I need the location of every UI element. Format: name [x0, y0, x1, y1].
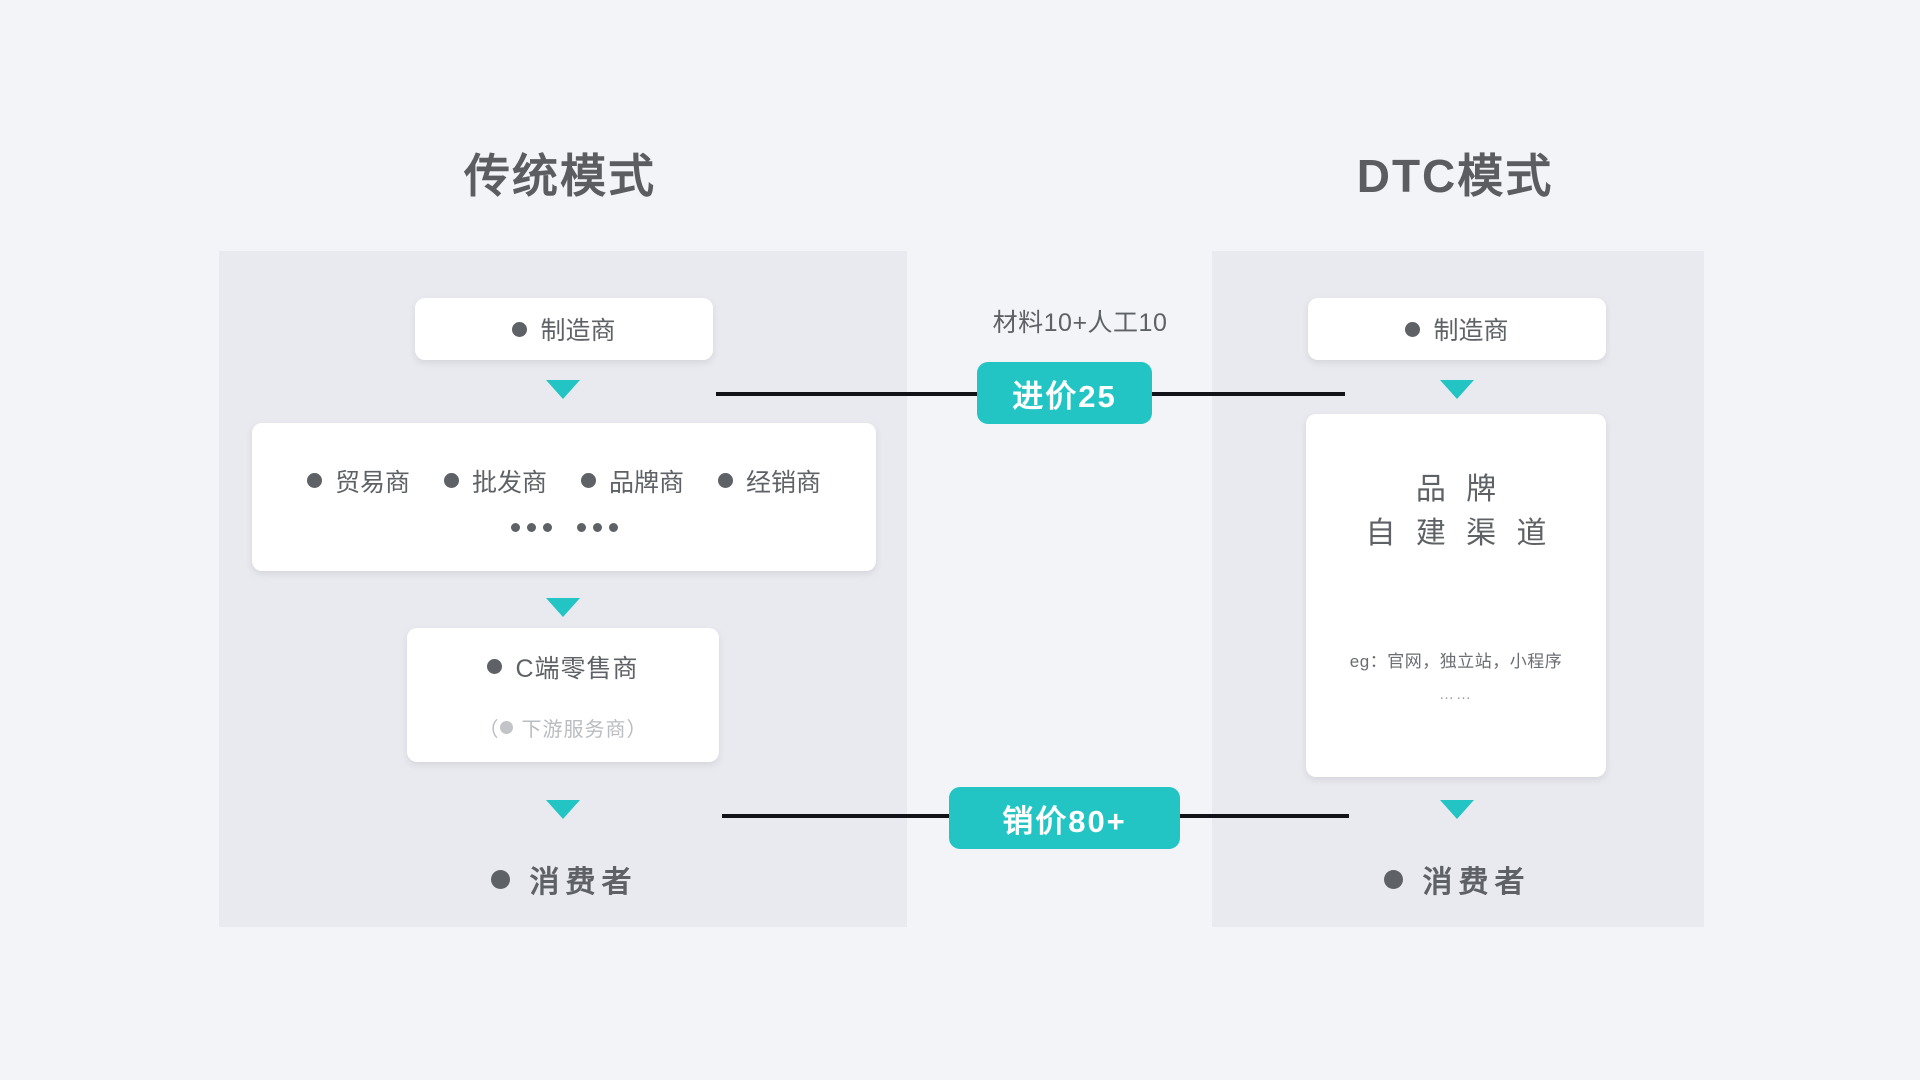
downstream-service-row: （ 下游服务商 ） [479, 713, 648, 742]
purchase-price-badge: 进价25 [977, 362, 1152, 424]
sale-price-badge: 销价80+ [949, 787, 1180, 849]
brand-channel-title: 品 牌 自 建 渠 道 [1359, 468, 1552, 555]
left-manufacturer-card[interactable]: 制造商 [415, 298, 713, 360]
middlemen-row: 贸易商 批发商 品牌商 经销商 [306, 463, 821, 499]
middlemen-ellipsis-icon [510, 522, 618, 532]
left-manufacturer-label: 制造商 [540, 317, 616, 345]
down-arrow-icon [546, 800, 580, 819]
middleman-trader[interactable]: 贸易商 [306, 463, 410, 499]
middleman-wholesaler[interactable]: 批发商 [443, 463, 547, 499]
cost-note: 材料10+人工10 [992, 309, 1168, 337]
middlemen-card[interactable]: 贸易商 批发商 品牌商 经销商 [252, 423, 876, 571]
bullet-dot-icon [1383, 869, 1403, 889]
middleman-dealer[interactable]: 经销商 [718, 463, 821, 499]
middleman-dealer-label: 经销商 [746, 468, 822, 497]
right-consumer-label: 消费者 [1422, 866, 1531, 899]
left-manufacturer-row: 制造商 [415, 298, 713, 360]
right-manufacturer-row: 制造商 [1308, 298, 1606, 360]
down-arrow-icon [1440, 380, 1474, 399]
middleman-brand[interactable]: 品牌商 [581, 463, 684, 499]
down-arrow-icon [546, 598, 580, 617]
middleman-wholesaler-label: 批发商 [471, 468, 547, 497]
brand-channel-example: eg：官网，独立站，小程序 [1349, 652, 1563, 671]
brand-channel-line2: 自 建 渠 道 [1365, 516, 1553, 550]
bullet-dot-icon [306, 473, 322, 488]
down-arrow-icon [1440, 800, 1474, 819]
middleman-trader-label: 贸易商 [334, 468, 410, 497]
left-column-title: 传统模式 [464, 150, 656, 202]
paren-close: ） [626, 718, 648, 741]
bullet-dot-icon [1405, 321, 1421, 337]
bullet-dot-icon [499, 720, 513, 734]
bullet-dot-icon [487, 659, 503, 674]
brand-channel-card[interactable]: 品 牌 自 建 渠 道 eg：官网，独立站，小程序 …… [1306, 414, 1606, 777]
bullet-dot-icon [490, 869, 510, 889]
down-arrow-icon [546, 380, 580, 399]
bullet-dot-icon [718, 473, 734, 488]
bullet-dot-icon [443, 473, 459, 488]
c-end-retailer-card[interactable]: C端零售商 （ 下游服务商 ） [407, 628, 719, 762]
bullet-dot-icon [581, 473, 596, 488]
brand-channel-line1: 品 牌 [1415, 473, 1503, 506]
left-consumer-label: 消费者 [529, 866, 638, 899]
bullet-dot-icon [512, 321, 528, 337]
right-consumer-node: 消费者 [1308, 857, 1606, 901]
right-manufacturer-label: 制造商 [1433, 317, 1509, 345]
downstream-service-label: 下游服务商 [521, 718, 627, 741]
left-consumer-node: 消费者 [415, 857, 713, 901]
retailer-label: C端零售商 [515, 654, 639, 683]
middleman-brand-label: 品牌商 [609, 468, 685, 497]
right-column-title: DTC模式 [1356, 150, 1554, 202]
retailer-main-row: C端零售商 [487, 649, 638, 685]
right-manufacturer-card[interactable]: 制造商 [1308, 298, 1606, 360]
paren-open: （ [478, 718, 500, 741]
brand-channel-example-ellipsis: …… [1439, 686, 1473, 703]
